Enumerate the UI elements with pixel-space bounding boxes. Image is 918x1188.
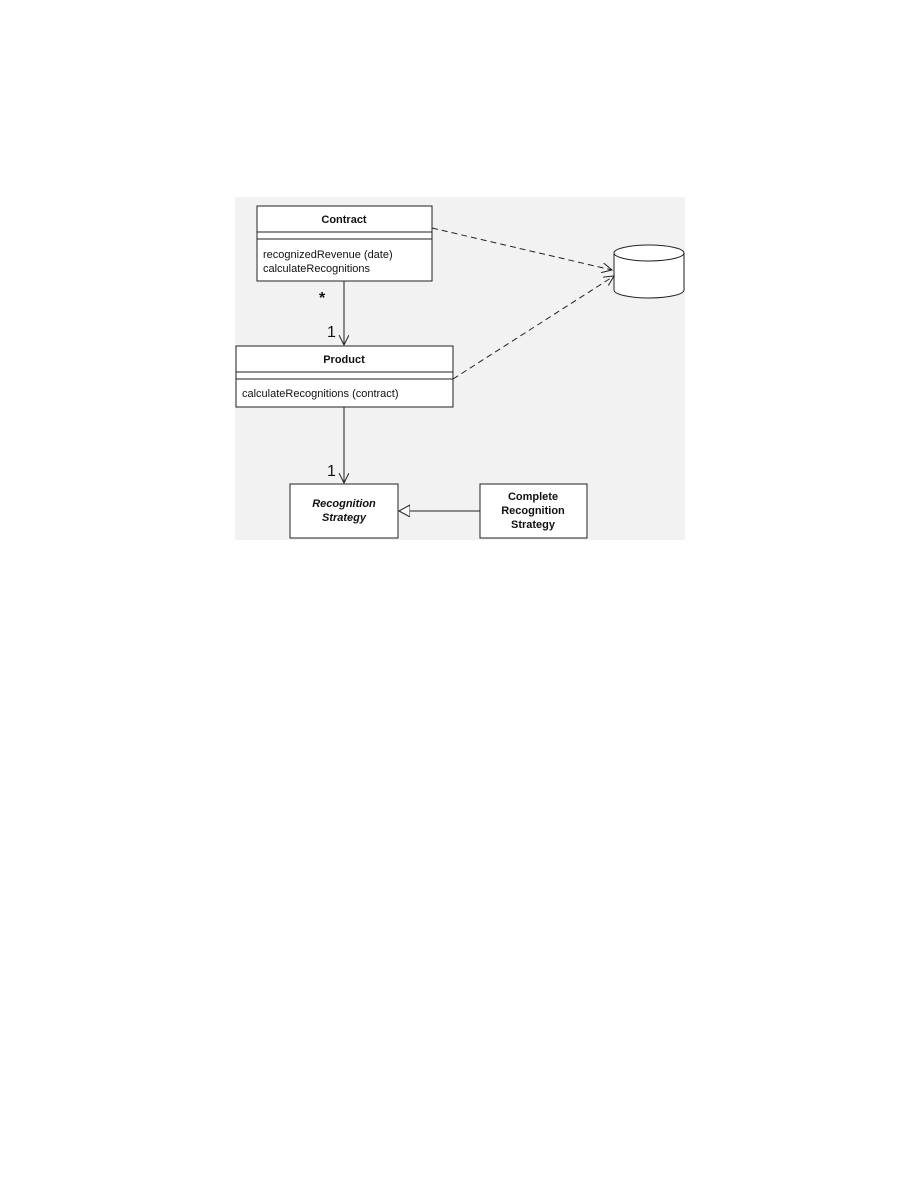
- product-class: Product calculateRecognitions (contract): [235, 345, 454, 408]
- product-class-name: Product: [323, 354, 365, 366]
- complete-recognition-strategy-name-line3: Strategy: [511, 519, 556, 531]
- contract-operation-1: recognizedRevenue (date): [263, 249, 393, 261]
- complete-recognition-strategy-box: [479, 483, 588, 539]
- product-operation-1: calculateRecognitions (contract): [242, 388, 399, 400]
- complete-recognition-strategy-name-line2: Recognition: [501, 505, 565, 517]
- recognition-strategy-name-line1: Recognition: [312, 498, 376, 510]
- product-database-dependency: [452, 276, 614, 380]
- complete-recognition-strategy-name-line1: Complete: [508, 491, 558, 503]
- contract-class: Contract recognizedRevenue (date) calcul…: [256, 205, 433, 282]
- contract-end-multiplicity: *: [319, 290, 326, 307]
- contract-class-name: Contract: [321, 214, 367, 226]
- recognition-strategy-name-line2: Strategy: [322, 512, 367, 524]
- recognition-strategy-class: Recognition Strategy: [289, 483, 399, 539]
- strategy-end-multiplicity: 1: [327, 463, 336, 480]
- complete-recognition-strategy-class: Complete Recognition Strategy: [479, 483, 588, 539]
- product-end-multiplicity: 1: [327, 324, 336, 341]
- contract-operation-2: calculateRecognitions: [263, 263, 371, 275]
- recognition-strategy-box: [289, 483, 399, 539]
- contract-box: [256, 205, 433, 282]
- contract-database-dependency: [431, 227, 612, 270]
- database-icon: [613, 244, 685, 299]
